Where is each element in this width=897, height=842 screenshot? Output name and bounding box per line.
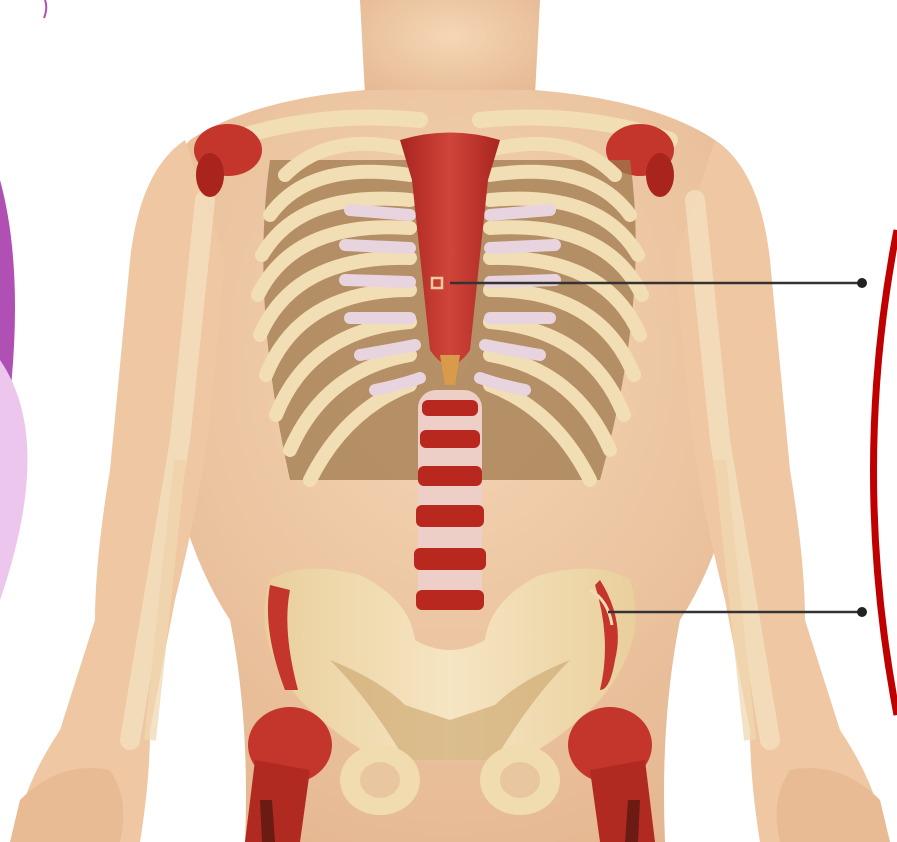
lumbar-spine bbox=[414, 390, 486, 610]
left-decorative-swoosh bbox=[0, 0, 46, 600]
iliac-crest-pointer-tip bbox=[857, 607, 867, 617]
right-decorative-arc bbox=[874, 230, 897, 715]
sternum-pointer-tip bbox=[857, 278, 867, 288]
